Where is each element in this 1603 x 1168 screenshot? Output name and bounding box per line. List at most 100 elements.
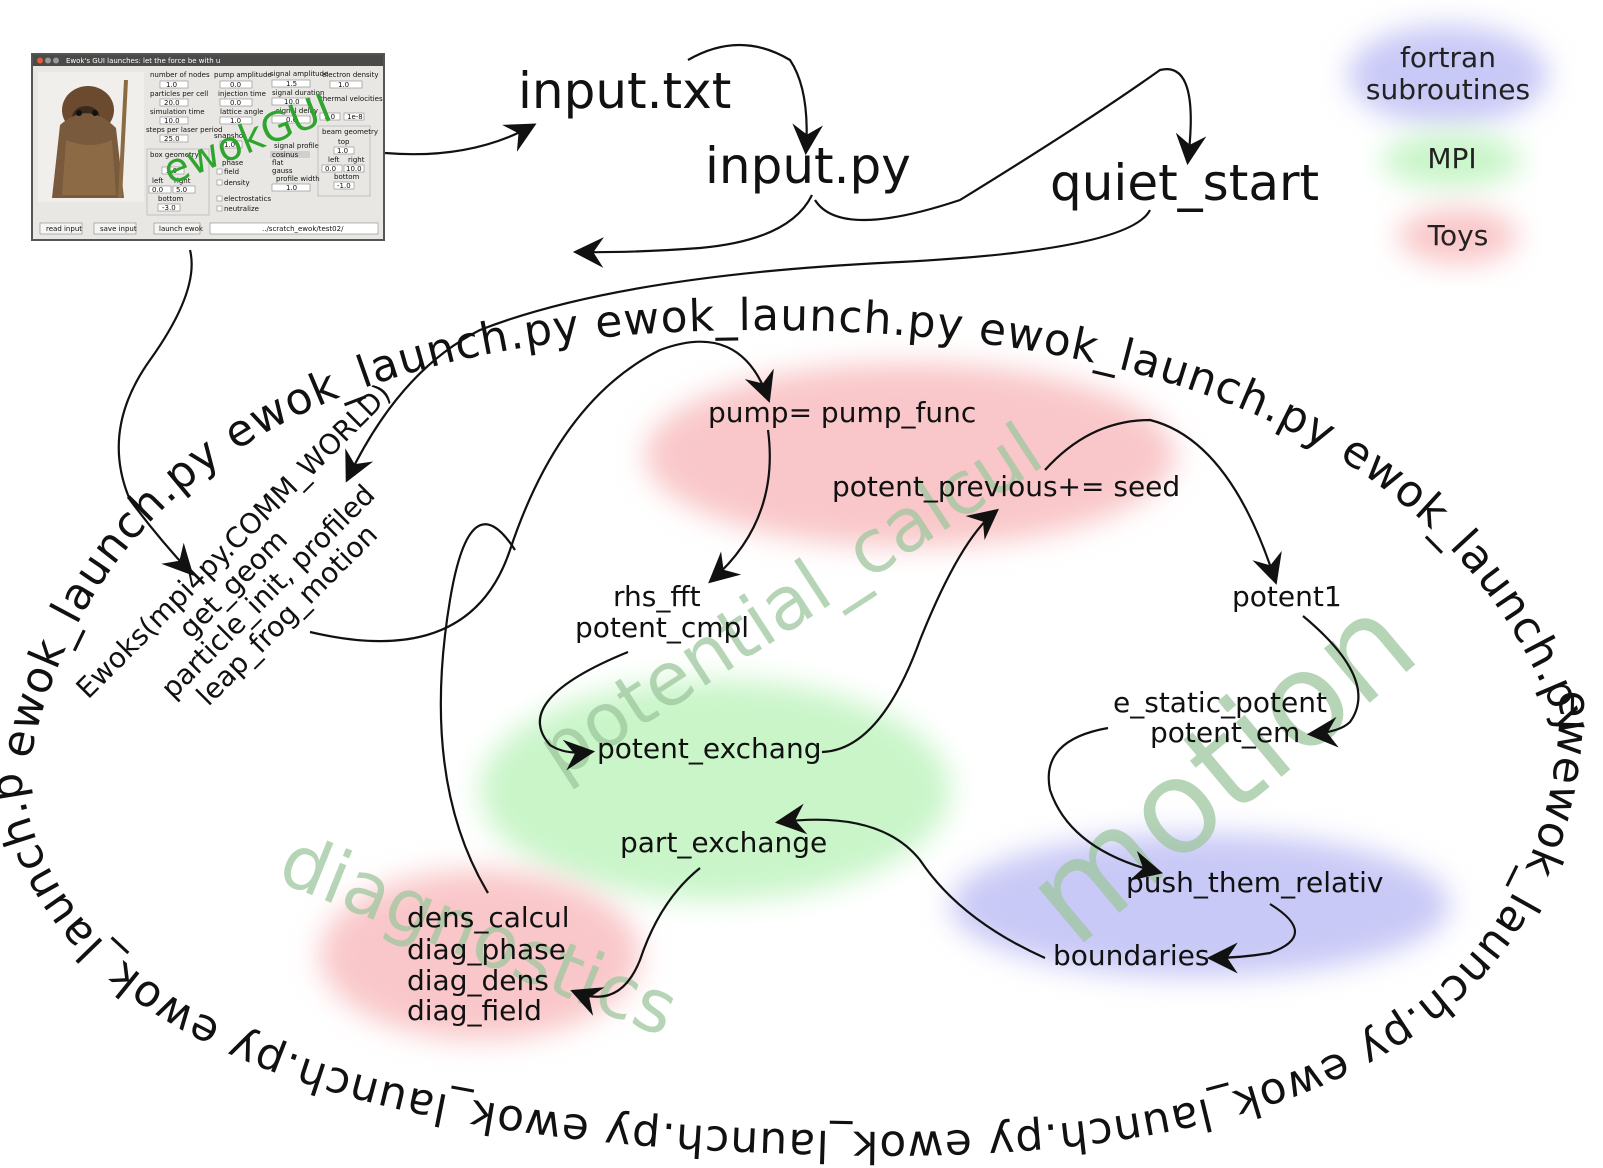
gui-value: 20.0 [164, 99, 180, 107]
gui-field [343, 164, 365, 173]
gui-field [159, 116, 189, 125]
gui-title-text: Ewok's GUI launches: let the force be wi… [66, 57, 220, 65]
gui-label: phase [222, 159, 243, 167]
gui-label: flat [272, 159, 284, 167]
gui-label: field [224, 168, 239, 176]
mpi-region [480, 680, 950, 900]
gui-label: signal amplitude [270, 70, 328, 78]
gui-checkbox [216, 179, 223, 186]
gui-value: 5.0 [176, 186, 187, 194]
gui-label: left [328, 156, 340, 164]
gui-button-label: save input [100, 225, 137, 233]
push-them-relativ-node: push_them_relativ [1126, 866, 1383, 899]
arrow-boundaries-to-part-exchange [774, 803, 1046, 960]
boundaries-node: boundaries [1053, 939, 1209, 972]
arrow-gui-to-input-txt [384, 123, 537, 156]
potent-exchang-node: potent_exchang [597, 732, 821, 765]
gui-launch-ewok-button [153, 222, 201, 235]
gui-value: 1.0 [286, 184, 297, 192]
gui-label: electrostatics [224, 195, 271, 203]
gui-read-input-button [39, 222, 83, 235]
gui-label: injection time [218, 90, 266, 98]
gui-value: 10.0 [284, 98, 300, 106]
toys-region-diag [320, 870, 640, 1040]
gui-value: 10.0 [346, 165, 362, 173]
gui-checkbox [216, 168, 223, 175]
gui-label: bottom [334, 173, 359, 181]
arrow-quiet-start-to-ewoks [345, 209, 1151, 483]
gui-value: 1e-8 [347, 113, 363, 121]
gui-label: steps per laser period [146, 126, 222, 134]
pump-node: pump= pump_func [708, 396, 976, 429]
gui-list-selected [270, 151, 310, 158]
gui-field [319, 112, 341, 121]
gui-label: density [224, 179, 250, 187]
gui-button-label: launch ewok [159, 225, 204, 233]
gui-label: bottom [158, 195, 183, 203]
diag-field-node: diag_field [407, 994, 542, 1027]
input-txt-label: input.txt [518, 62, 731, 120]
legend-mpi-blob [1382, 132, 1522, 188]
gui-checkbox [216, 195, 223, 202]
gui-value: 0.0 [325, 165, 336, 173]
arrow-previous-to-potent1 [1044, 418, 1282, 585]
gui-field [333, 181, 355, 190]
gui-screenshot: Ewok's GUI launches: let the force be wi… [31, 53, 385, 241]
gui-value: 1.0 [166, 81, 177, 89]
gui-label: number of nodes [150, 71, 210, 79]
gui-value: 1.0 [338, 81, 349, 89]
gui-label: neutralize [224, 205, 259, 213]
arrow-leapfrog-to-pump [309, 340, 774, 643]
legend-mpi-label: MPI [1427, 142, 1476, 175]
e-static-potent-node: e_static_potent [1113, 686, 1327, 719]
gui-save-input-button [93, 222, 137, 235]
arrow-cmpl-to-exchang [538, 650, 629, 771]
gui-field [148, 185, 172, 194]
gui-value: 1.0 [337, 147, 348, 155]
gui-field [219, 140, 243, 149]
gui-field [159, 134, 189, 143]
potent-em-node: potent_em [1150, 716, 1300, 749]
gui-label: beam geometry [322, 128, 378, 136]
region-blobs [320, 363, 1450, 1040]
gui-close-icon [37, 57, 43, 64]
gui-value: 10.0 [164, 117, 180, 125]
gui-label: gauss [272, 167, 293, 175]
gui-label: pump amplitude [214, 71, 272, 79]
gui-label: top [338, 138, 350, 146]
arrows [117, 44, 1360, 1016]
gui-field [271, 115, 311, 124]
gui-label: profile width [276, 175, 320, 183]
gui-label: particles per cell [150, 90, 208, 98]
arrow-input-py-back [572, 194, 813, 268]
gui-value: 1.5 [286, 80, 297, 88]
part-exchange-node: part_exchange [620, 826, 827, 859]
gui-label: signal profile [274, 142, 319, 150]
gui-minimize-icon [45, 57, 51, 64]
gui-label: right [348, 156, 365, 164]
quiet-start-label: quiet_start [1050, 154, 1319, 212]
ewok-picture-icon [38, 72, 144, 202]
gui-label: signal duration [272, 89, 324, 97]
gui-label: cosinus [272, 151, 299, 159]
arrow-diag-to-loop [439, 523, 516, 894]
legend-fortran-line1: fortran [1400, 41, 1496, 74]
arrow-potent1-to-em [1302, 615, 1360, 748]
gui-label: signal delay [276, 107, 318, 115]
gui-field [219, 116, 253, 125]
potent1-node: potent1 [1232, 580, 1342, 613]
legend-toys-blob [1398, 208, 1518, 264]
gui-value: 0.0 [286, 116, 297, 124]
legend: fortran subroutines MPI Toys [1348, 25, 1548, 264]
arrow-estatic-to-push [1047, 726, 1163, 881]
arrow-part-exchange-to-diag [570, 867, 701, 1016]
gui-value: 1.0 [324, 113, 335, 121]
gui-label: electron density [322, 71, 379, 79]
gui-field [219, 98, 253, 107]
gui-field [172, 185, 196, 194]
gui-field [329, 80, 363, 89]
potent-cmpl-node: potent_cmpl [575, 611, 749, 644]
gui-value: 0.0 [230, 99, 241, 107]
gui-value: 0.0 [230, 81, 241, 89]
